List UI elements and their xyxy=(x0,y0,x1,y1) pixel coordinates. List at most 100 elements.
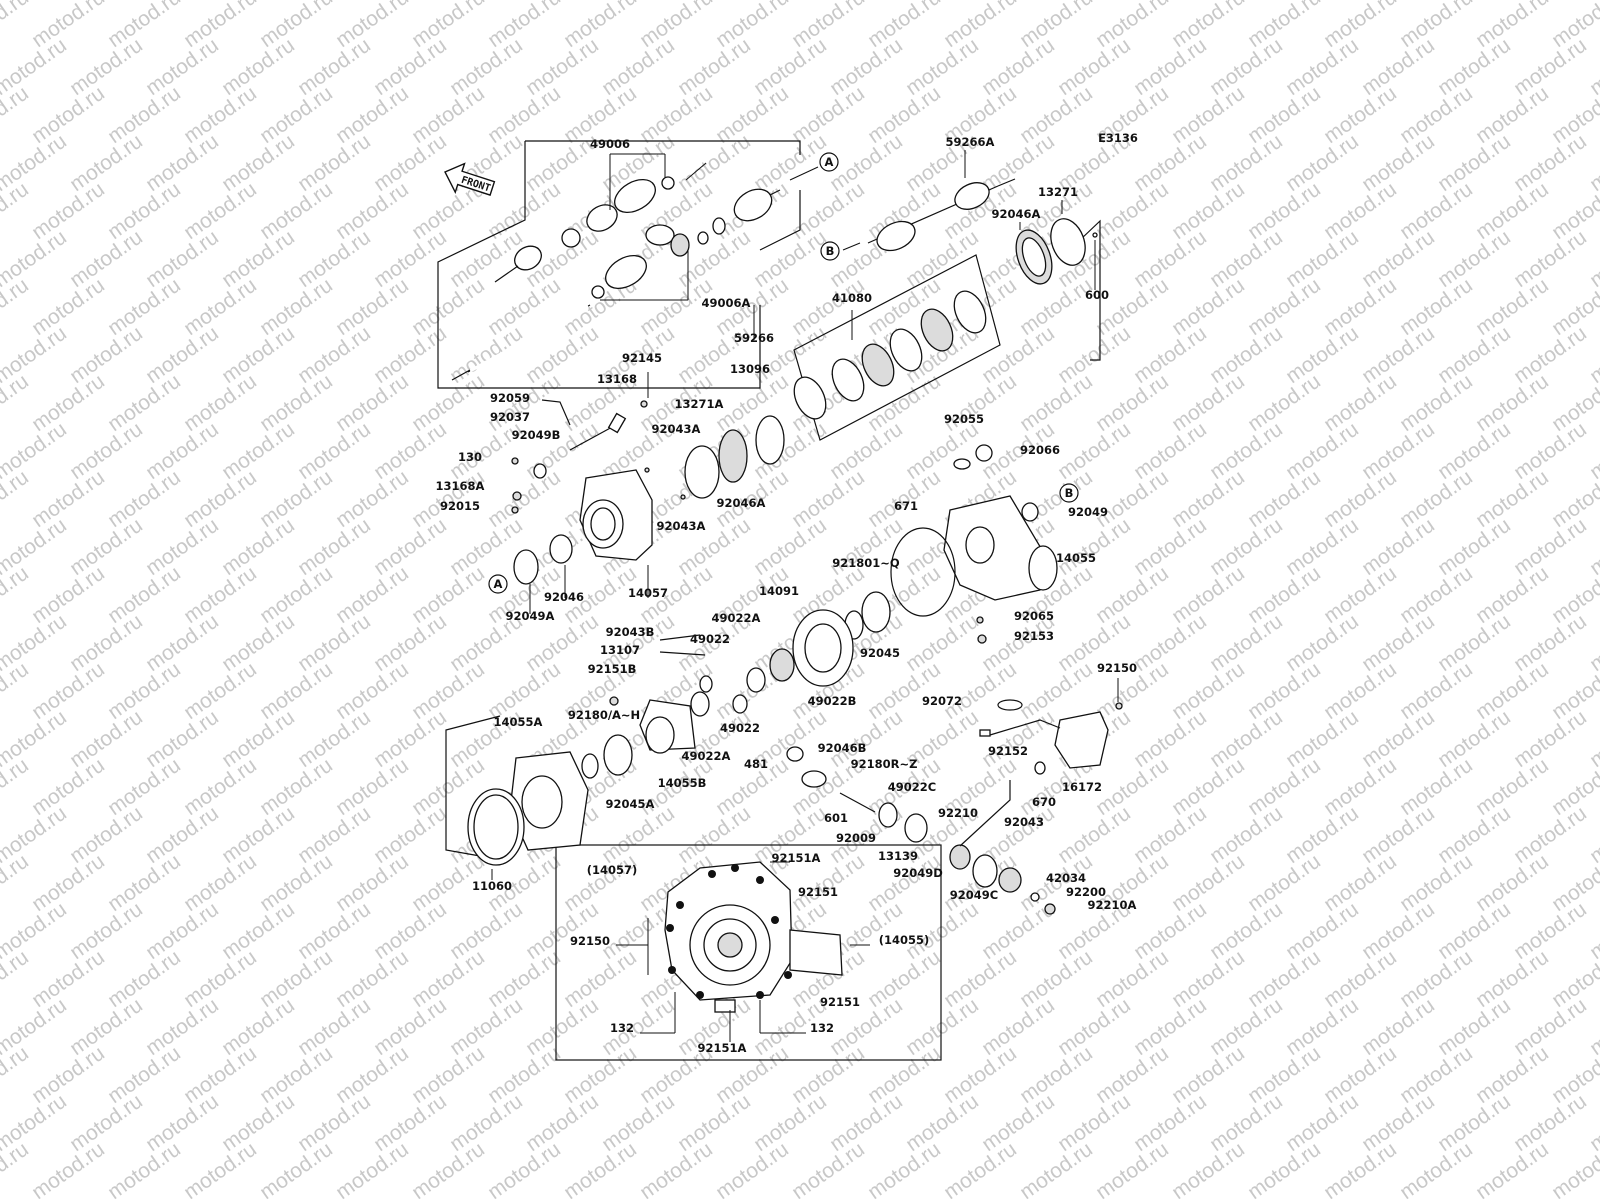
watermark-text: motod.ru xyxy=(28,0,109,52)
watermark-text: motod.ru xyxy=(256,0,337,52)
watermark-text: motod.ru xyxy=(1434,610,1515,676)
watermark-text: motod.ru xyxy=(1396,562,1477,628)
watermark-text: motod.ru xyxy=(1130,706,1211,772)
part-label: (14055) xyxy=(879,933,930,947)
watermark-text: motod.ru xyxy=(560,1042,641,1108)
watermark-text: motod.ru xyxy=(104,562,185,628)
watermark-text: motod.ru xyxy=(750,226,831,292)
watermark-text: motod.ru xyxy=(1092,1138,1173,1200)
watermark-text: motod.ru xyxy=(1586,994,1600,1060)
ref-marker-label: B xyxy=(1065,486,1074,500)
part-label: 92151A xyxy=(698,1041,747,1055)
watermark-text: motod.ru xyxy=(1206,1090,1287,1156)
watermark-text: motod.ru xyxy=(104,466,185,532)
watermark-text: motod.ru xyxy=(180,82,261,148)
watermark-text: motod.ru xyxy=(902,610,983,676)
part-label: 92055 xyxy=(944,412,984,426)
watermark-text: motod.ru xyxy=(0,82,33,148)
differential-gears xyxy=(581,609,854,779)
watermark-text: motod.ru xyxy=(446,898,527,964)
watermark-text: motod.ru xyxy=(1168,178,1249,244)
part-label: 92046A xyxy=(992,207,1041,221)
watermark-text: motod.ru xyxy=(332,82,413,148)
watermark-text: motod.ru xyxy=(142,994,223,1060)
watermark-text: motod.ru xyxy=(978,1090,1059,1156)
watermark-text: motod.ru xyxy=(484,274,565,340)
watermark-text: motod.ru xyxy=(104,274,185,340)
watermark-text: motod.ru xyxy=(1092,562,1173,628)
watermark-text: motod.ru xyxy=(142,898,223,964)
part-label: 92037 xyxy=(490,410,530,424)
watermark-text: motod.ru xyxy=(1396,274,1477,340)
watermark-text: motod.ru xyxy=(66,802,147,868)
watermark-text: motod.ru xyxy=(1358,706,1439,772)
watermark-text: motod.ru xyxy=(408,370,489,436)
watermark-text: motod.ru xyxy=(1320,0,1401,52)
watermark-text: motod.ru xyxy=(370,802,451,868)
watermark-text: motod.ru xyxy=(0,754,33,820)
watermark-text: motod.ru xyxy=(978,994,1059,1060)
watermark-text: motod.ru xyxy=(826,1090,907,1156)
watermark-text: motod.ru xyxy=(1434,226,1515,292)
watermark-text: motod.ru xyxy=(66,514,147,580)
watermark-text: motod.ru xyxy=(180,178,261,244)
part-label: 14055 xyxy=(1056,551,1096,565)
watermark-text: motod.ru xyxy=(1206,130,1287,196)
watermark-text: motod.ru xyxy=(104,946,185,1012)
watermark-text: motod.ru xyxy=(1282,514,1363,580)
watermark-text: motod.ru xyxy=(1130,1090,1211,1156)
watermark-text: motod.ru xyxy=(788,466,869,532)
part-label: 130 xyxy=(458,450,482,464)
watermark-text: motod.ru xyxy=(332,850,413,916)
watermark-text: motod.ru xyxy=(750,514,831,580)
watermark-text: motod.ru xyxy=(218,514,299,580)
watermark-text: motod.ru xyxy=(104,754,185,820)
watermark-text: motod.ru xyxy=(332,1042,413,1108)
watermark-text: motod.ru xyxy=(788,1042,869,1108)
part-label: 13107 xyxy=(600,643,640,657)
watermark-text: motod.ru xyxy=(1016,1138,1097,1200)
watermark-text: motod.ru xyxy=(1282,610,1363,676)
watermark-text: motod.ru xyxy=(218,34,299,100)
watermark-text: motod.ru xyxy=(1206,898,1287,964)
watermark-text: motod.ru xyxy=(1244,1138,1325,1200)
watermark-text: motod.ru xyxy=(1358,226,1439,292)
watermark-text: motod.ru xyxy=(0,370,33,436)
watermark-text: motod.ru xyxy=(864,1042,945,1108)
watermark-text: motod.ru xyxy=(1472,850,1553,916)
part-label: 132 xyxy=(810,1021,834,1035)
part-label: 92009 xyxy=(836,831,876,845)
part-label: 13271A xyxy=(675,397,724,411)
part-label: 92180R~Z xyxy=(851,757,918,771)
part-label: 41080 xyxy=(832,291,872,305)
part-label: 132 xyxy=(610,1021,634,1035)
watermark-text: motod.ru xyxy=(1472,754,1553,820)
watermark-text: motod.ru xyxy=(1320,1138,1401,1200)
watermark-text: motod.ru xyxy=(674,34,755,100)
watermark-text: motod.ru xyxy=(1016,1042,1097,1108)
watermark-text: motod.ru xyxy=(1282,34,1363,100)
watermark-text: motod.ru xyxy=(1244,754,1325,820)
watermark-text: motod.ru xyxy=(864,946,945,1012)
watermark-text: motod.ru xyxy=(1434,34,1515,100)
part-label: 92043B xyxy=(606,625,655,639)
watermark-text: motod.ru xyxy=(1282,706,1363,772)
watermark-text: motod.ru xyxy=(218,130,299,196)
rear-case-14055 xyxy=(844,444,1058,644)
ref-marker-circle xyxy=(488,574,508,594)
watermark-text: motod.ru xyxy=(180,658,261,724)
watermark-text: motod.ru xyxy=(1472,370,1553,436)
watermark-text: motod.ru xyxy=(1358,1090,1439,1156)
watermark-text: motod.ru xyxy=(484,82,565,148)
watermark-text: motod.ru xyxy=(1586,898,1600,964)
watermark-text: motod.ru xyxy=(332,274,413,340)
part-label: 92015 xyxy=(440,499,480,513)
watermark-text: motod.ru xyxy=(1092,946,1173,1012)
watermark-text: motod.ru xyxy=(1320,658,1401,724)
watermark-text: motod.ru xyxy=(1320,562,1401,628)
watermark-text: motod.ru xyxy=(1586,226,1600,292)
watermark-text: motod.ru xyxy=(1320,754,1401,820)
watermark-text: motod.ru xyxy=(1434,898,1515,964)
watermark-text: motod.ru xyxy=(560,946,641,1012)
